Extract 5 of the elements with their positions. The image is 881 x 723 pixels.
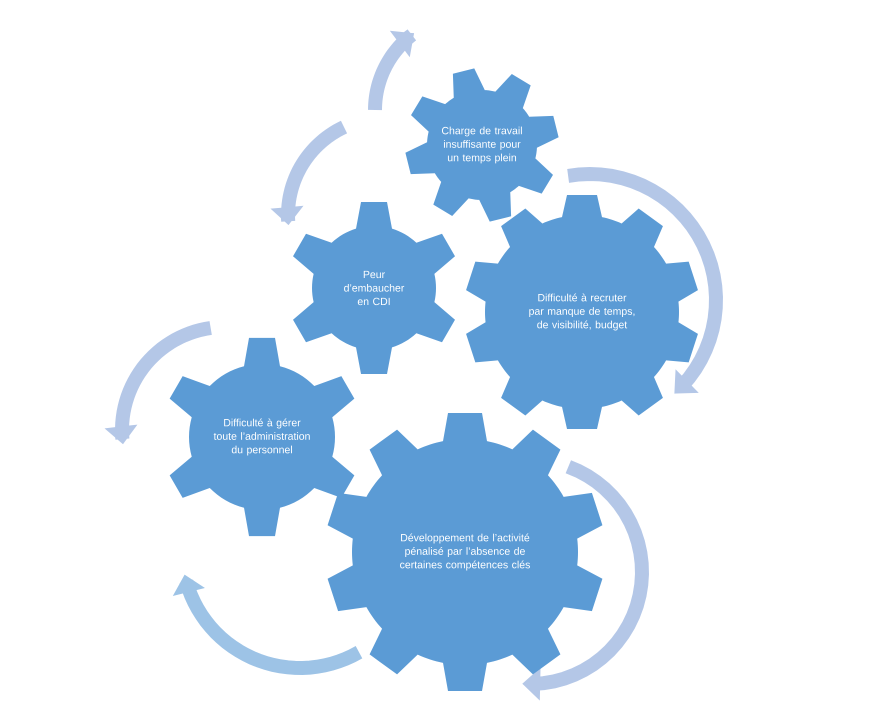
gear: Difficulté à gérer toute l’administration du personnel (170, 338, 354, 536)
gear: Peur d’embaucher en CDI (293, 202, 455, 374)
gear: Charge de travail insuffisante pour un temps plein (405, 68, 559, 222)
gear: Développement de l’activité pénalisé par l’absence de certaines compétences clés (328, 413, 602, 691)
gear: Difficulté à recruter par manque de temps, de visibilité, budget (466, 194, 698, 430)
